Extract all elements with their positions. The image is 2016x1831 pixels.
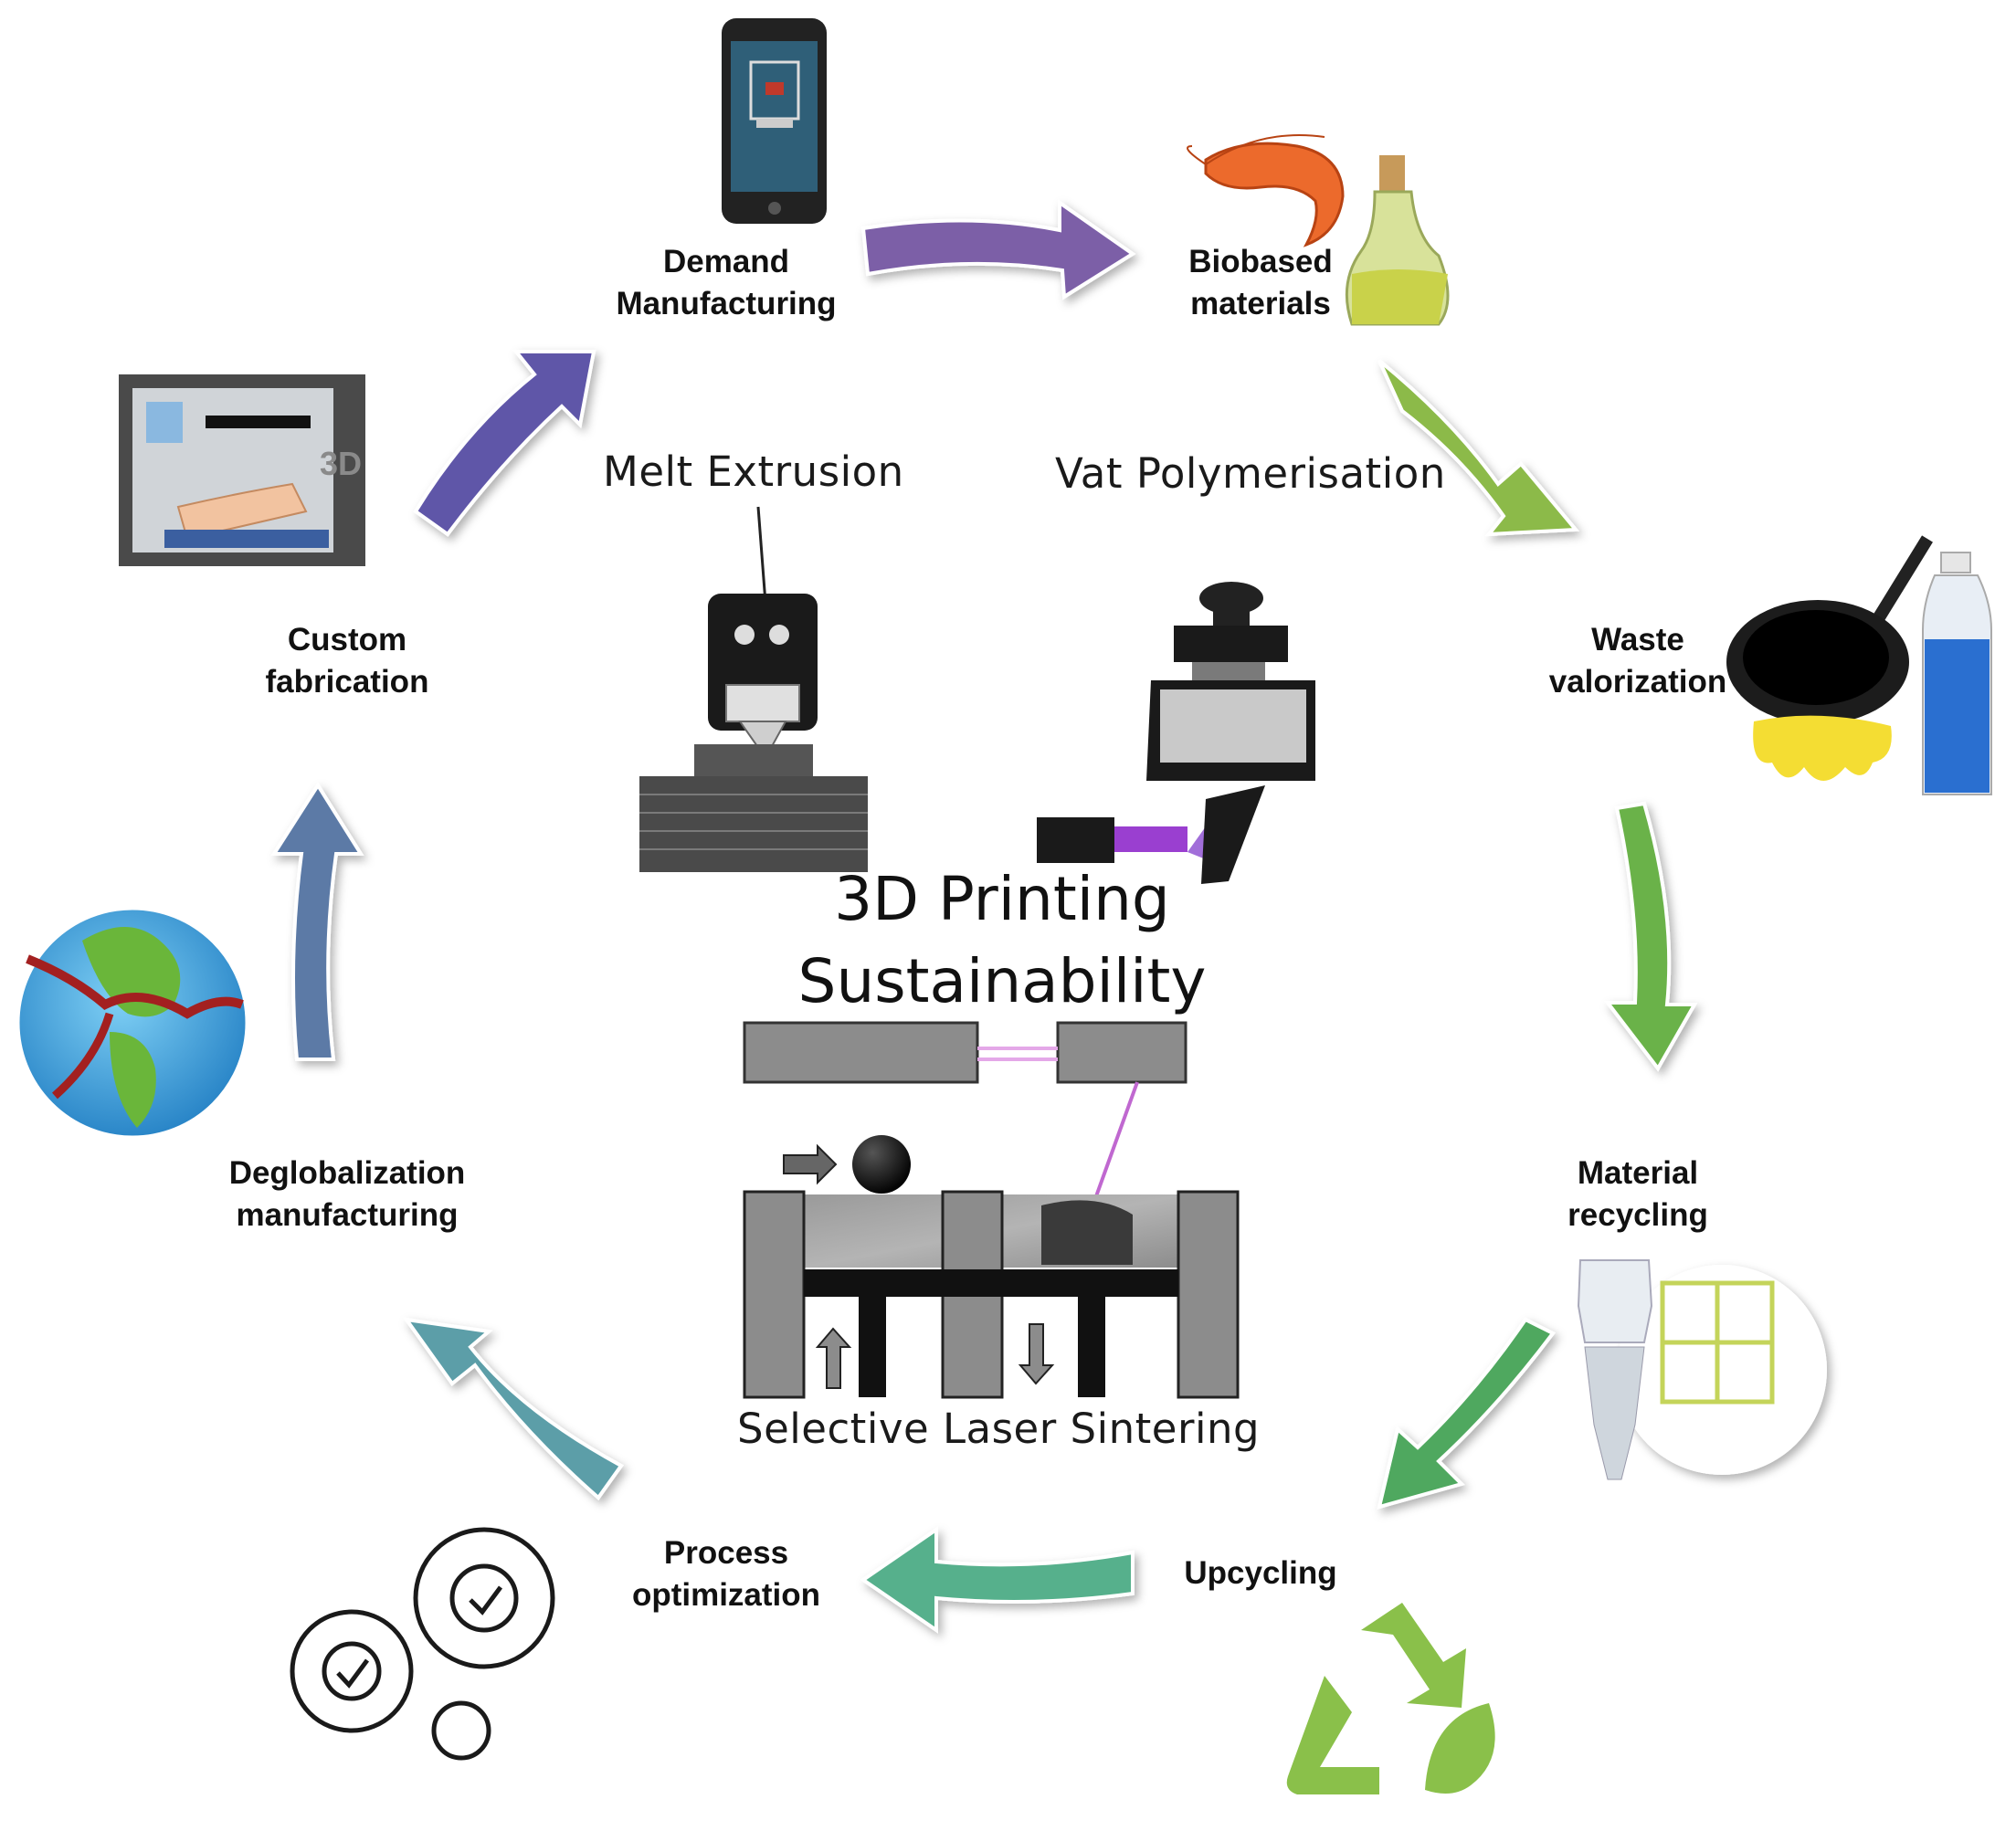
arrow-process-to-deglobalization: [402, 1317, 624, 1500]
cracked-globe-icon: [16, 907, 248, 1139]
oil-bottle-icon: [1345, 155, 1450, 326]
sls-machine-icon: [743, 1021, 1240, 1399]
water-bottle-icon: [1922, 552, 1992, 795]
melt-extrusion-printer-icon: [639, 506, 868, 872]
tech-label-vat-polymerisation: Vat Polymerisation: [1055, 449, 1446, 498]
recycle-leaf-icon: [1286, 1603, 1495, 1794]
vat-polymerisation-printer-icon: [1037, 582, 1315, 884]
arrow-deglobalization-to-custom: [270, 782, 364, 1061]
gears-icon: [290, 1527, 555, 1761]
arrow-demand-to-biobased: [860, 199, 1136, 300]
frying-pan-icon: [1726, 535, 1933, 781]
smartphone-icon: [722, 18, 827, 224]
shrimp-icon: [1187, 134, 1345, 247]
arrow-waste-to-recycling: [1603, 801, 1698, 1072]
tech-label-melt-extrusion: Melt Extrusion: [603, 447, 904, 496]
node-label-upcycling: Upcycling: [1184, 1555, 1337, 1591]
arrow-recycling-to-upcycling: [1377, 1317, 1557, 1510]
arrow-biobased-to-waste: [1377, 359, 1580, 537]
recycling-icon: [1577, 1259, 1827, 1480]
svg-text:3D: 3D: [320, 445, 362, 482]
3d-printer-box-icon: 3D: [119, 374, 365, 566]
arrow-upcycling-to-process: [860, 1526, 1135, 1634]
tech-label-selective-laser-sintering: Selective Laser Sintering: [737, 1405, 1261, 1453]
arrow-custom-to-demand: [413, 350, 596, 537]
